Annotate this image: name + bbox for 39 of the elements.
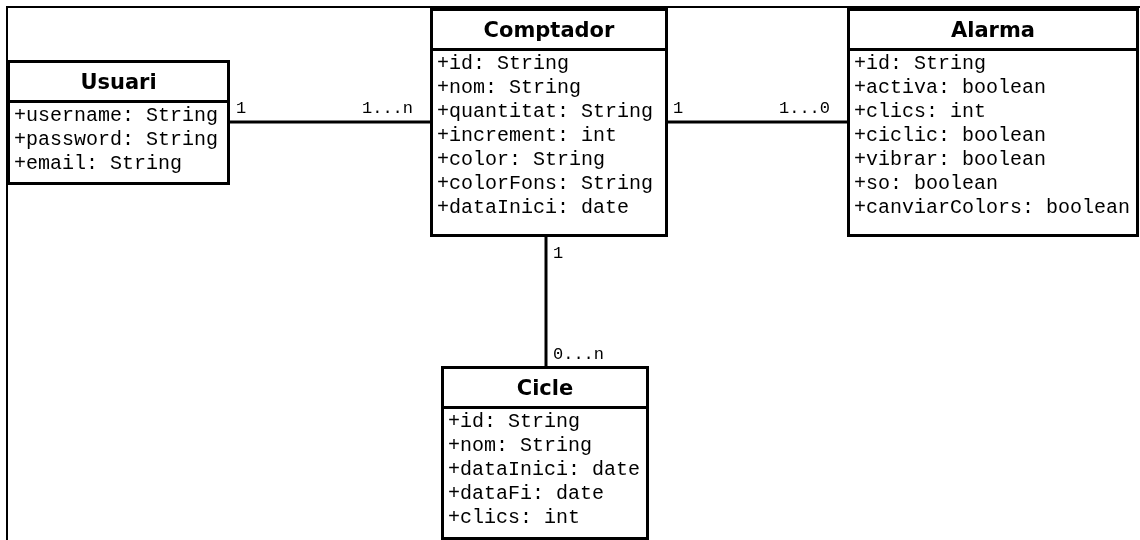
class-attribute: +clics: int (447, 506, 581, 530)
class-box (430, 8, 668, 237)
class-name: Comptador (433, 11, 665, 51)
multiplicity-label: 1...n (362, 100, 413, 118)
class-attribute: +activa: boolean (853, 76, 1047, 100)
class-box (441, 366, 649, 540)
class-attribute: +username: String (13, 104, 219, 128)
class-attribute: +email: String (13, 152, 183, 176)
class-attribute: +clics: int (853, 100, 987, 124)
class-attribute: +quantitat: String (436, 100, 654, 124)
class-attribute: +id: String (447, 410, 581, 434)
association-line (544, 237, 548, 366)
class-attribute: +colorFons: String (436, 172, 654, 196)
multiplicity-label: 1 (673, 100, 684, 118)
class-attribute: +increment: int (436, 124, 618, 148)
class-attribute: +id: String (853, 52, 987, 76)
class-attribute: +canviarColors: boolean (853, 196, 1131, 220)
class-attribute: +password: String (13, 128, 219, 152)
class-attribute: +ciclic: boolean (853, 124, 1047, 148)
multiplicity-label: 1...0 (779, 100, 830, 118)
class-name: Alarma (850, 11, 1136, 51)
multiplicity-label: 1 (553, 245, 564, 263)
class-attribute: +dataInici: date (447, 458, 641, 482)
class-attribute: +dataFi: date (447, 482, 605, 506)
class-box (7, 60, 230, 185)
class-attribute: +nom: String (447, 434, 593, 458)
class-attribute: +so: boolean (853, 172, 999, 196)
class-attribute: +id: String (436, 52, 570, 76)
class-name: Usuari (10, 63, 227, 103)
association-line (668, 120, 847, 124)
class-box (847, 8, 1139, 237)
class-attribute: +nom: String (436, 76, 582, 100)
association-line (230, 120, 430, 124)
class-attribute: +color: String (436, 148, 606, 172)
multiplicity-label: 1 (236, 100, 247, 118)
class-name: Cicle (444, 369, 646, 409)
class-attribute: +vibrar: boolean (853, 148, 1047, 172)
multiplicity-label: 0...n (553, 346, 604, 364)
class-attribute: +dataInici: date (436, 196, 630, 220)
